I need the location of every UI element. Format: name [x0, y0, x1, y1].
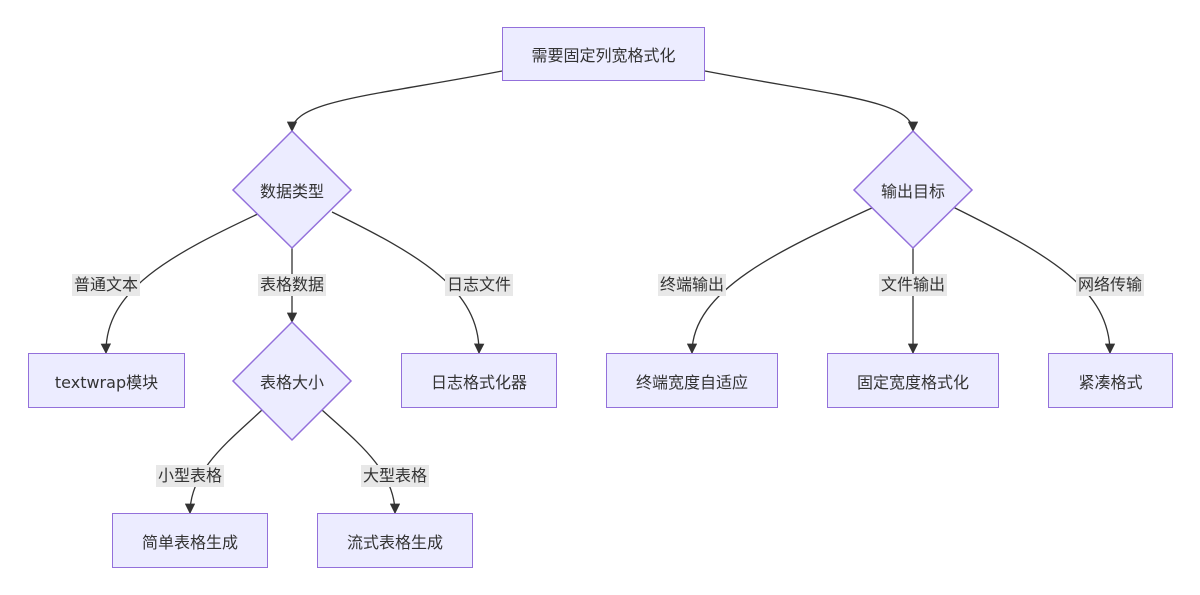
- decision-table-size-shape: [231, 320, 353, 442]
- decision-data-type-shape: [231, 129, 353, 250]
- edge-label-plain-text: 普通文本: [71, 274, 141, 296]
- node-terminal-adaptive: 终端宽度自适应: [606, 353, 778, 408]
- edge-table-size-to-stream-table: [321, 409, 401, 515]
- edge-output-target-to-terminal: [686, 206, 875, 355]
- edge-label-table-data: 表格数据: [257, 274, 327, 296]
- node-simple-table: 简单表格生成: [112, 513, 268, 568]
- edge-root-to-output-target: [704, 70, 919, 133]
- node-table-size: 表格大小: [259, 373, 324, 392]
- edge-root-to-data-type: [286, 70, 503, 133]
- edge-label-file-output: 文件输出: [878, 274, 948, 296]
- edge-label-log-file: 日志文件: [444, 274, 514, 296]
- edge-label-network-transfer: 网络传输: [1075, 274, 1145, 296]
- node-output-target: 输出目标: [880, 182, 945, 201]
- edge-output-target-to-compact: [952, 206, 1116, 355]
- edge-label-terminal-output: 终端输出: [657, 274, 727, 296]
- node-textwrap: textwrap模块: [28, 353, 185, 408]
- edge-label-large-table: 大型表格: [360, 465, 430, 487]
- node-compact: 紧凑格式: [1048, 353, 1173, 408]
- node-fixed-width: 固定宽度格式化: [827, 353, 999, 408]
- edge-data-type-to-log-formatter: [331, 211, 485, 355]
- edge-label-small-table: 小型表格: [155, 465, 225, 487]
- node-data-type: 数据类型: [259, 182, 324, 201]
- edge-table-size-to-simple-table: [184, 409, 263, 515]
- edge-data-type-to-textwrap: [100, 211, 263, 355]
- node-root: 需要固定列宽格式化: [502, 27, 705, 81]
- node-stream-table: 流式表格生成: [317, 513, 473, 568]
- node-log-formatter: 日志格式化器: [401, 353, 557, 408]
- decision-output-target-shape: [852, 129, 974, 250]
